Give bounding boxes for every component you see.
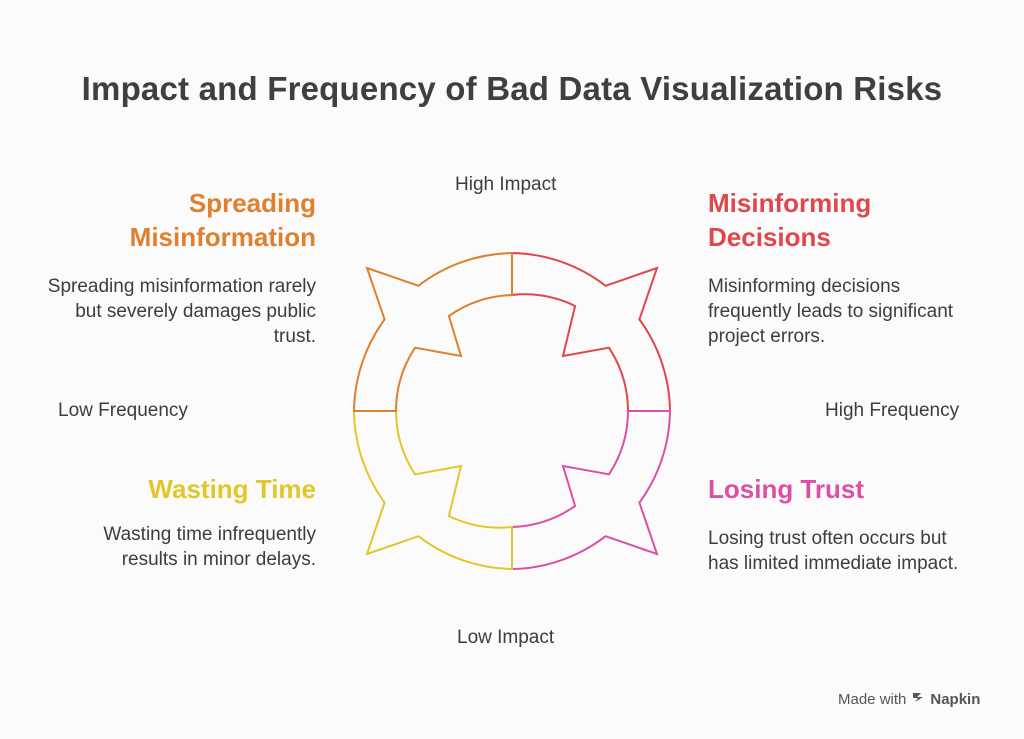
- quadrant-description-losing-trust: Losing trust often occurs but has limite…: [708, 528, 959, 574]
- axis-label-high-impact: High Impact: [455, 174, 557, 195]
- napkin-logo-icon: [911, 690, 925, 708]
- quadrant-description-misinforming-decisions: Misinforming decisions frequently leads …: [708, 276, 954, 347]
- watermark-prefix: Made with: [838, 690, 907, 708]
- quadrant-heading-spreading-misinformation: Spreading Misinformation: [129, 188, 316, 252]
- ring-segment-top-left: [352, 251, 513, 412]
- made-with-napkin-watermark: Made with Napkin: [838, 690, 980, 708]
- quadrant-heading-wasting-time: Wasting Time: [148, 474, 316, 504]
- ring-segment-top-right: [511, 251, 672, 412]
- quadrant-heading-losing-trust: Losing Trust: [708, 474, 864, 504]
- quadrant-heading-misinforming-decisions: Misinforming Decisions: [708, 188, 872, 252]
- quadrant-description-wasting-time: Wasting time infrequently results in min…: [103, 524, 316, 570]
- page-title: Impact and Frequency of Bad Data Visuali…: [81, 70, 943, 107]
- ring-segment-bottom-right: [511, 410, 672, 571]
- quadrant-description-spreading-misinformation: Spreading misinformation rarely but seve…: [47, 276, 316, 347]
- axis-label-high-frequency: High Frequency: [825, 400, 960, 421]
- ring-segment-bottom-left: [352, 410, 513, 571]
- axis-label-low-impact: Low Impact: [457, 627, 555, 648]
- axis-label-low-frequency: Low Frequency: [58, 400, 188, 421]
- watermark-brand: Napkin: [930, 690, 981, 708]
